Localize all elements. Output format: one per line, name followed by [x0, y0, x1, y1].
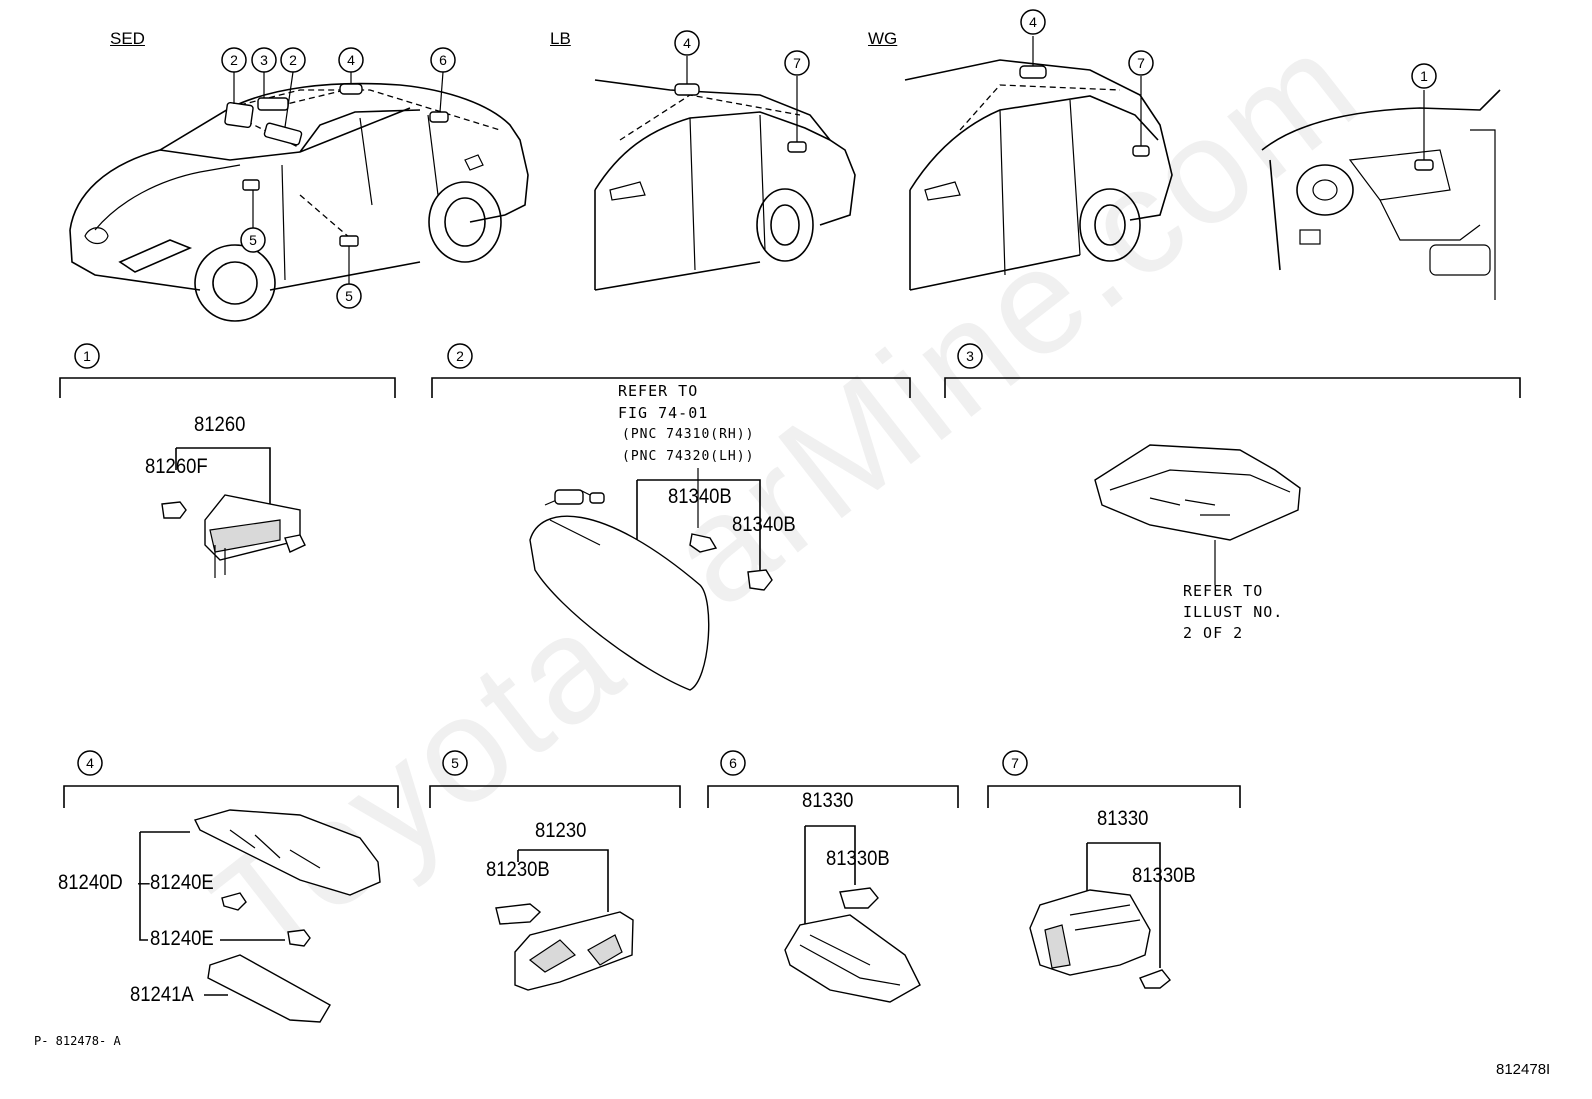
svg-text:3: 3	[260, 52, 268, 68]
part-label-81260: 81260	[194, 413, 246, 436]
callout-sed-5a: 5	[240, 227, 266, 253]
callout-sed-4: 4	[338, 47, 364, 73]
part-label-81240d: 81240D	[58, 871, 123, 894]
part-label-81230b: 81230B	[486, 858, 550, 881]
variant-label-lb: LB	[550, 29, 571, 48]
svg-text:3: 3	[966, 348, 974, 364]
svg-text:2: 2	[230, 52, 238, 68]
part-label-81260f: 81260F	[145, 455, 208, 478]
sedan-illustration	[69, 71, 529, 322]
callout-lb-7: 7	[784, 50, 810, 76]
part-label-81240e-a: 81240E	[150, 871, 214, 894]
callout-sed-2a: 2	[221, 47, 247, 73]
wagon-illustration	[904, 36, 1173, 291]
svg-text:6: 6	[439, 52, 447, 68]
s3-refer-line-3: 2 OF 2	[1183, 624, 1244, 642]
callout-sed-3: 3	[251, 47, 277, 73]
part-label-81340b-b: 81340B	[732, 513, 796, 536]
section-3-part	[1094, 444, 1301, 585]
section-6-parts	[784, 825, 921, 1003]
section-7-number: 7	[1002, 750, 1028, 776]
callout-lb-4: 4	[674, 30, 700, 56]
callout-dash-1: 1	[1411, 63, 1437, 89]
svg-text:7: 7	[793, 55, 801, 71]
section-brackets	[59, 377, 1521, 808]
footer-ref-code: P- 812478- A	[34, 1034, 121, 1048]
svg-text:1: 1	[1420, 68, 1428, 84]
svg-text:2: 2	[456, 348, 464, 364]
svg-text:5: 5	[345, 288, 353, 304]
svg-text:5: 5	[451, 755, 459, 771]
svg-text:7: 7	[1137, 55, 1145, 71]
svg-text:2: 2	[289, 52, 297, 68]
svg-text:1: 1	[83, 348, 91, 364]
part-label-81340b-a: 81340B	[668, 485, 732, 508]
svg-text:4: 4	[1029, 14, 1037, 30]
callout-wg-7: 7	[1128, 50, 1154, 76]
section-4-number: 4	[77, 750, 103, 776]
dashboard-illustration	[1261, 89, 1501, 300]
svg-text:5: 5	[249, 232, 257, 248]
svg-text:4: 4	[683, 35, 691, 51]
callout-sed-2b: 2	[280, 47, 306, 73]
section-3-number: 3	[957, 343, 983, 369]
svg-text:6: 6	[729, 755, 737, 771]
part-label-81240e-b: 81240E	[150, 927, 214, 950]
s2-pnc-lh: (PNC 74320(LH))	[622, 449, 755, 464]
section-7-parts	[1029, 842, 1171, 989]
s4-dash: –	[138, 871, 150, 894]
s2-refer-line-1: REFER TO	[618, 382, 699, 400]
callout-sed-5b: 5	[336, 283, 362, 309]
section-1-parts	[161, 447, 306, 578]
section-6-number: 6	[720, 750, 746, 776]
s2-pnc-rh: (PNC 74310(RH))	[622, 427, 755, 442]
variant-label-sed: SED	[110, 29, 145, 48]
section-2-number: 2	[447, 343, 473, 369]
svg-text:4: 4	[347, 52, 355, 68]
callouts: 2 3 2 4 6 5 5 4 7 4 7 1 1 2 3 4 5 6 7	[74, 9, 1437, 776]
s2-refer-line-2: FIG 74-01	[618, 404, 709, 422]
part-label-81230: 81230	[535, 819, 587, 842]
section-1-number: 1	[74, 343, 100, 369]
svg-text:7: 7	[1011, 755, 1019, 771]
section-2-parts	[529, 468, 773, 691]
s3-refer-line-2: ILLUST NO.	[1183, 603, 1284, 621]
part-label-81330b-s6: 81330B	[826, 847, 890, 870]
svg-text:4: 4	[86, 755, 94, 771]
liftback-illustration	[594, 56, 856, 291]
part-label-81330-s7: 81330	[1097, 807, 1149, 830]
section-4-parts	[139, 809, 381, 1023]
part-label-81330b-s7: 81330B	[1132, 864, 1196, 887]
part-label-81330-s6: 81330	[802, 789, 854, 812]
callout-sed-6: 6	[430, 47, 456, 73]
s3-refer-line-1: REFER TO	[1183, 582, 1264, 600]
section-5-parts	[495, 849, 634, 991]
part-label-81241a: 81241A	[130, 983, 194, 1006]
section-5-number: 5	[442, 750, 468, 776]
footer-page-id: 812478I	[1496, 1061, 1551, 1078]
variant-label-wg: WG	[868, 29, 898, 48]
callout-wg-4: 4	[1020, 9, 1046, 35]
